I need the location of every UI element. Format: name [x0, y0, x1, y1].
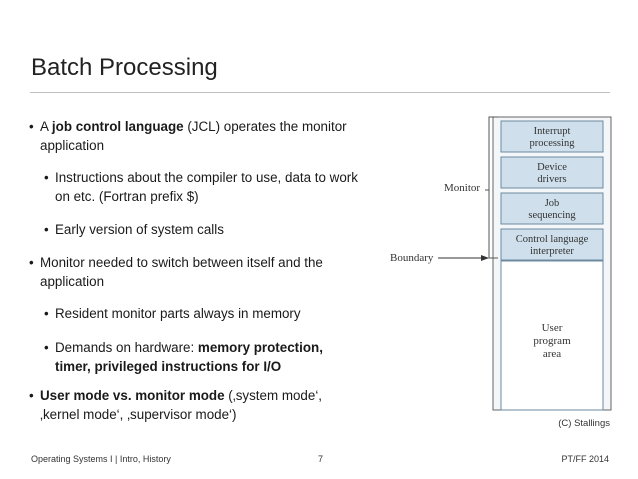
text-segment: (‚system mode‘, ‚kernel mode‘, ‚supervis… — [40, 388, 323, 422]
bullet-jcl-instructions: • Instructions about the compiler to use… — [44, 168, 360, 206]
bullet-user-vs-monitor: • User mode vs. monitor mode (‚system mo… — [29, 386, 360, 424]
bold-text: memory protection, timer, privileged ins… — [55, 340, 323, 374]
user-area-line: program — [533, 335, 571, 347]
bullet-monitor-switch: • Monitor needed to switch between itsel… — [29, 253, 360, 291]
text-segment: Resident monitor parts always in memory — [55, 306, 301, 321]
bullet-text: A job control language (JCL) operates th… — [40, 119, 347, 153]
monitor-block-label: Job — [545, 198, 560, 209]
monitor-block-label: Control language — [516, 234, 589, 245]
user-area-line: User — [542, 322, 563, 334]
slide-title: Batch Processing — [31, 54, 218, 81]
title-divider — [30, 92, 610, 93]
bullet-jcl: • A job control language (JCL) operates … — [29, 117, 360, 155]
monitor-block-label: Interrupt — [534, 126, 571, 137]
bold-text: User mode vs. monitor mode — [40, 388, 225, 403]
text-segment: (JCL) operates the monitor application — [40, 119, 347, 153]
user-area-line: area — [543, 348, 561, 360]
bullet-text: Early version of system calls — [55, 222, 224, 237]
monitor-block — [500, 120, 604, 153]
bullet-dot: • — [44, 222, 49, 237]
bold-text: job control language — [51, 119, 184, 134]
monitor-block-label: sequencing — [528, 210, 576, 221]
monitor-block-label: processing — [530, 138, 576, 149]
monitor-block-label: drivers — [537, 174, 566, 185]
bullet-dot: • — [44, 306, 49, 321]
text-segment: Demands on hardware: — [55, 340, 198, 355]
text-segment: Early version of system calls — [55, 222, 224, 237]
bullet-text: Resident monitor parts always in memory — [55, 306, 301, 321]
bullet-text: Demands on hardware: memory protection, … — [55, 340, 323, 374]
bullet-dot: • — [44, 170, 49, 185]
bullet-text: Monitor needed to switch between itself … — [40, 255, 323, 289]
monitor-label: Monitor — [444, 182, 480, 194]
text-segment: Instructions about the compiler to use, … — [55, 170, 358, 204]
bullet-text: User mode vs. monitor mode (‚system mode… — [40, 388, 322, 422]
monitor-block — [500, 156, 604, 189]
boundary-label: Boundary — [390, 252, 434, 264]
bullet-hardware-demands: • Demands on hardware: memory protection… — [44, 338, 360, 376]
text-segment: Monitor needed to switch between itself … — [40, 255, 323, 289]
monitor-blocks: InterruptprocessingDevicedriversJobseque… — [500, 120, 604, 261]
monitor-block — [500, 228, 604, 261]
bullet-text: Instructions about the compiler to use, … — [55, 170, 358, 204]
footer-course: Operating Systems I | Intro, History — [31, 454, 171, 464]
bullet-dot: • — [29, 255, 34, 270]
bullet-system-calls: • Early version of system calls — [44, 220, 360, 239]
bullet-dot: • — [44, 340, 49, 355]
monitor-block — [500, 192, 604, 225]
user-program-area — [500, 260, 604, 411]
bullet-resident-monitor: • Resident monitor parts always in memor… — [44, 304, 360, 323]
page-number: 7 — [318, 454, 324, 464]
bullet-dot: • — [29, 119, 34, 134]
monitor-block-label: Device — [537, 162, 567, 173]
footer-author: PT/FF 2014 — [561, 454, 609, 464]
image-credit: (C) Stallings — [558, 418, 610, 429]
text-segment: A — [40, 119, 52, 134]
monitor-bracket — [488, 116, 498, 259]
monitor-block-label: interpreter — [530, 246, 574, 257]
bullet-dot: • — [29, 388, 34, 403]
